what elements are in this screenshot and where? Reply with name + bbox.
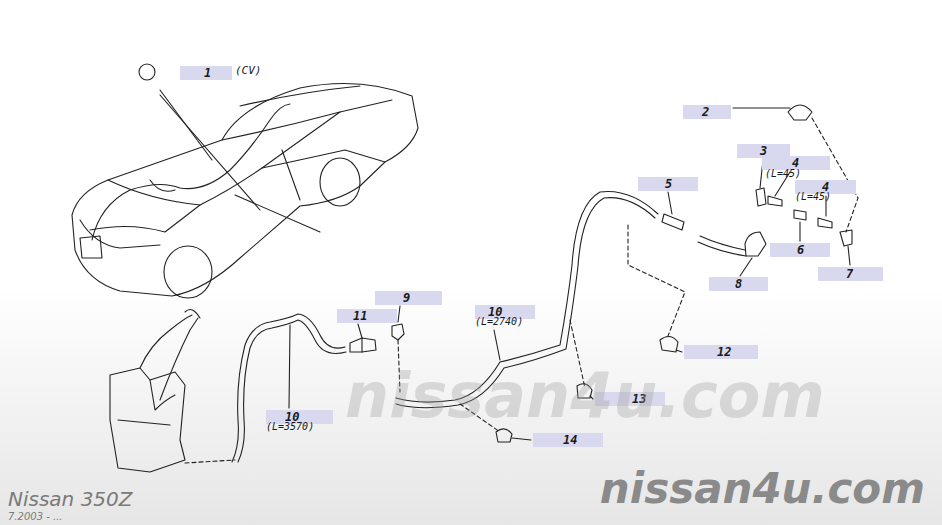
callout-number: 9 bbox=[403, 291, 442, 305]
callout-number: 7 bbox=[846, 267, 883, 281]
model-name: Nissan 350Z bbox=[8, 488, 133, 510]
dimension-text: (L=3570) bbox=[266, 421, 314, 432]
callout-bar: 8 bbox=[709, 277, 768, 291]
callout-bar: 7 bbox=[818, 267, 883, 281]
callout-bar: 1 bbox=[180, 66, 232, 80]
dimension-text: (L=2740) bbox=[475, 316, 523, 327]
callout-number: 6 bbox=[797, 243, 830, 257]
callout-bar: 4 bbox=[762, 156, 830, 170]
callout-number: 12 bbox=[717, 345, 758, 359]
watermark: nissan4u.com bbox=[600, 466, 925, 512]
callout-bar: 14 bbox=[533, 433, 603, 447]
callout-bar: 2 bbox=[683, 105, 731, 119]
dimension-text: (L=45) bbox=[795, 191, 831, 202]
callout-number: 2 bbox=[702, 105, 731, 119]
date-range: 7.2003 - ... bbox=[8, 511, 63, 522]
callout-number: 1 bbox=[204, 66, 232, 80]
callout-number: 8 bbox=[735, 277, 768, 291]
callout-bar: 6 bbox=[770, 243, 830, 257]
watermark: nissan4u.com bbox=[345, 362, 825, 430]
callout-number: 11 bbox=[353, 309, 397, 323]
callout-bar: 11 bbox=[337, 309, 397, 323]
dimension-text: (CV) bbox=[235, 65, 262, 77]
callout-number: 5 bbox=[665, 177, 698, 191]
callout-bar: 9 bbox=[375, 291, 442, 305]
callout-number: 14 bbox=[563, 433, 603, 447]
callout-number: 4 bbox=[792, 156, 830, 170]
callout-bar: 12 bbox=[684, 345, 758, 359]
callout-bar: 5 bbox=[638, 177, 698, 191]
dimension-text: (L=45) bbox=[765, 168, 801, 179]
